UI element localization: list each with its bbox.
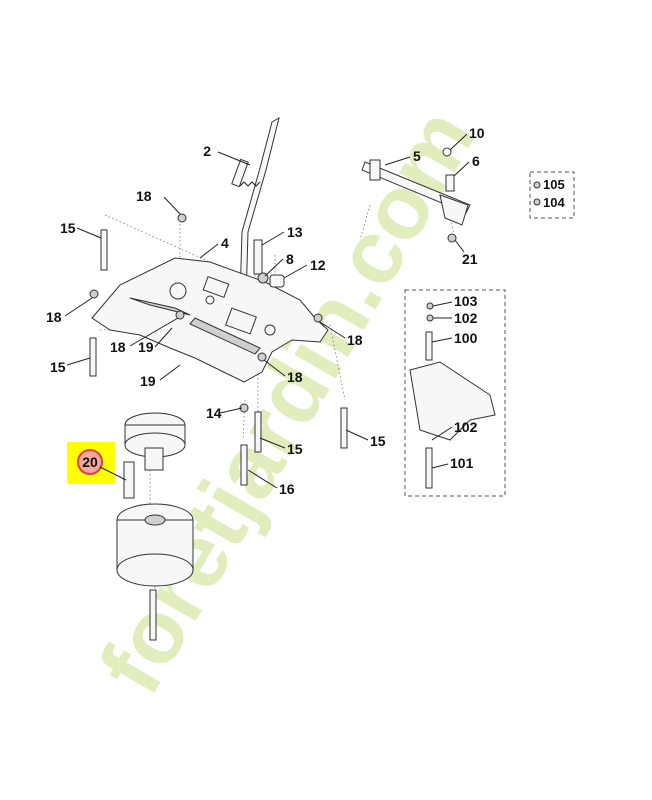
part-label-16: 16	[279, 481, 295, 497]
part-label-100: 100	[454, 330, 478, 346]
part-label-10: 10	[469, 125, 485, 141]
part-label-18: 18	[46, 309, 62, 325]
main-plate	[91, 257, 329, 383]
part-label-5: 5	[413, 148, 421, 164]
part-label-8: 8	[286, 251, 294, 267]
part-labels: 2 5 10 6 105 104 18 15 4 13 8 12 21 103 …	[46, 125, 565, 497]
highlight-part-20[interactable]: 20	[67, 442, 127, 484]
small-parts	[253, 239, 285, 288]
part-label-18: 18	[136, 188, 152, 204]
part-label-104: 104	[543, 195, 565, 210]
part-label-6: 6	[472, 153, 480, 169]
part-label-19: 19	[140, 373, 156, 389]
part-label-14: 14	[206, 405, 222, 421]
leader-lines	[64, 133, 470, 489]
bolts	[89, 229, 348, 641]
part-label-105: 105	[543, 177, 565, 192]
part-label-103: 103	[454, 293, 478, 309]
inset-box-104	[529, 171, 575, 219]
part-label-18: 18	[110, 339, 126, 355]
nuts	[89, 213, 323, 413]
highlight-ring	[77, 449, 103, 475]
part-label-102: 102	[454, 419, 478, 435]
part-label-15: 15	[50, 359, 66, 375]
spacer-part	[123, 461, 135, 499]
spring	[231, 158, 261, 188]
part-label-15: 15	[370, 433, 386, 449]
part-label-15: 15	[287, 441, 303, 457]
part-label-19: 19	[138, 339, 154, 355]
part-label-18: 18	[347, 332, 363, 348]
part-label-21: 21	[462, 251, 478, 267]
part-label-15: 15	[60, 220, 76, 236]
part-label-4: 4	[221, 235, 229, 251]
clutch-assembly	[116, 412, 194, 587]
axle	[361, 147, 471, 243]
inset-box-100	[404, 289, 506, 497]
part-label-18: 18	[287, 369, 303, 385]
part-label-101: 101	[450, 455, 474, 471]
part-label-13: 13	[287, 224, 303, 240]
part-label-102: 102	[454, 310, 478, 326]
part-label-20: 20	[82, 454, 98, 470]
part-label-2: 2	[203, 143, 211, 159]
part-label-12: 12	[310, 257, 326, 273]
